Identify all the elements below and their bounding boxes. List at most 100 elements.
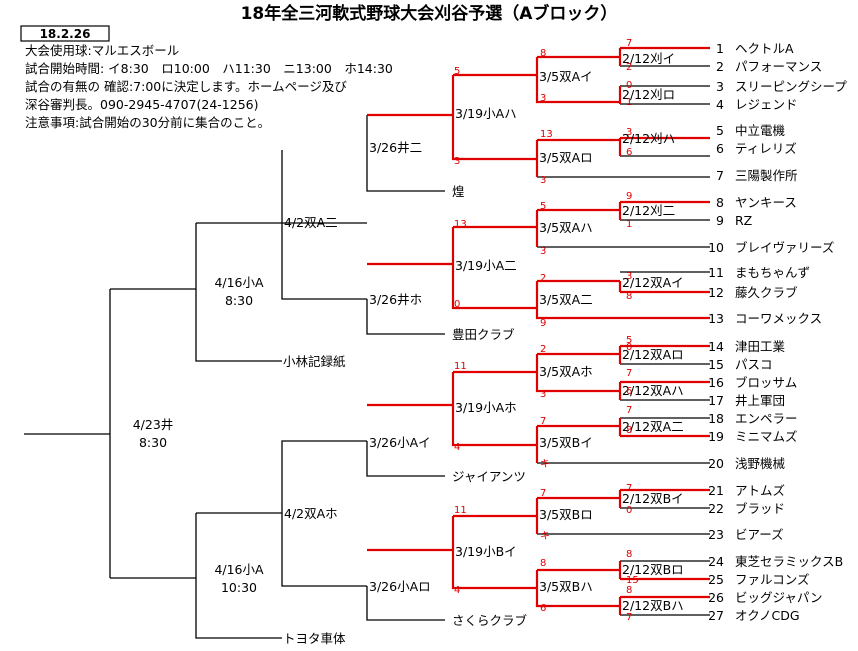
match-label-round2: 3/5双A二 — [539, 292, 593, 307]
score-value: 7 — [540, 416, 546, 427]
match-label-round2: 3/5双Aホ — [539, 364, 593, 379]
score-value: 7 — [626, 38, 632, 49]
seed-team-name: 小林記録紙 — [283, 354, 346, 369]
team-name: ミニマムズ — [735, 429, 798, 444]
page-title: 18年全三河軟式野球大会刈谷予選（Aブロック） — [241, 3, 618, 24]
match-label-round6: 4/16小A — [214, 562, 264, 577]
team-number: 11 — [708, 265, 724, 280]
team-name: 三陽製作所 — [735, 168, 798, 183]
team-name: RZ — [735, 213, 752, 228]
score-value: 9 — [626, 191, 632, 202]
team-name: スリーピングシープ — [735, 79, 847, 94]
seed-team-name: 煌 — [452, 184, 465, 199]
score-value: 8 — [540, 558, 546, 569]
match-time-round6: 8:30 — [225, 293, 253, 308]
match-label-round1: 2/12双Bイ — [622, 491, 684, 506]
score-value: 0 — [454, 299, 460, 310]
score-value: 0 — [626, 505, 632, 516]
match-label-round1: 2/12双Aハ — [622, 383, 684, 398]
score-value: 1 — [626, 97, 632, 108]
score-value: 7 — [626, 483, 632, 494]
team-number: 4 — [716, 97, 724, 112]
match-label-round4: 3/26小Aロ — [369, 579, 431, 594]
team-name: レジェンド — [735, 97, 798, 112]
score-value: 3 — [540, 93, 546, 104]
score-value: 8 — [626, 291, 632, 302]
team-name: 津田工業 — [735, 339, 786, 354]
score-value: キ — [540, 459, 550, 470]
score-value: 2 — [540, 344, 546, 355]
date-box — [20, 25, 110, 42]
score-value: 15 — [626, 575, 639, 586]
score-value: 5 — [626, 335, 632, 346]
match-label-round1: 2/12刈ロ — [622, 87, 675, 102]
team-name: ビッグジャパン — [735, 590, 823, 605]
team-name: ティレリズ — [735, 141, 797, 156]
match-label-round2: 3/5双Aイ — [539, 69, 593, 84]
team-name: 浅野機械 — [735, 456, 786, 471]
match-label-round3: 3/19小A二 — [455, 258, 517, 273]
score-labels: 720183133533691531302938507623114787キ707… — [454, 38, 639, 623]
team-number: 15 — [708, 357, 724, 372]
team-name: 中立電機 — [735, 123, 786, 138]
seed-team-name: さくらクラブ — [452, 613, 528, 628]
team-number: 7 — [716, 168, 724, 183]
team-number: 20 — [708, 456, 724, 471]
team-number: 14 — [708, 339, 724, 354]
seed-team-name: トヨタ車体 — [283, 631, 346, 646]
team-name: ブロッサム — [735, 375, 797, 390]
match-label-round2: 3/5双Bイ — [539, 435, 593, 450]
score-value: 3 — [454, 156, 460, 167]
score-value: 1 — [626, 219, 632, 230]
team-name: オクノCDG — [735, 608, 800, 623]
score-value: 7 — [626, 612, 632, 623]
match-label-round4: 3/26井二 — [369, 140, 422, 155]
score-value: 0 — [626, 80, 632, 91]
score-value: 13 — [454, 219, 467, 230]
match-label-round1: 2/12双Bハ — [622, 598, 684, 613]
score-value: 2 — [626, 62, 632, 73]
match-label-round5: 4/2双Aホ — [284, 506, 338, 521]
team-number: 21 — [708, 483, 724, 498]
team-number: 6 — [716, 141, 724, 156]
score-value: 9 — [540, 318, 546, 329]
team-number: 17 — [708, 393, 724, 408]
team-number: 27 — [708, 608, 724, 623]
score-value: 2 — [540, 273, 546, 284]
team-name: ブレイヴァリーズ — [735, 240, 834, 255]
match-label-round3: 3/19小Aハ — [455, 106, 517, 121]
score-value: 6 — [540, 603, 546, 614]
score-value: 6 — [626, 147, 632, 158]
team-number: 13 — [708, 311, 724, 326]
team-name: パフォーマンス — [735, 59, 822, 74]
match-label-round1: 2/12双Bロ — [622, 562, 684, 577]
score-value: 3 — [626, 271, 632, 282]
team-number: 1 — [716, 41, 724, 56]
score-value: 11 — [454, 505, 467, 516]
match-label-round1: 2/12刈ハ — [622, 131, 675, 146]
team-number: 5 — [716, 123, 724, 138]
match-label-final: 4/23井 — [133, 417, 174, 432]
match-time-round6: 10:30 — [221, 580, 257, 595]
team-number: 16 — [708, 375, 724, 390]
info-line-confirmation: 試合の有無の 確認:7:00に決定します。ホームページ及び — [25, 79, 347, 94]
match-label-round5: 4/2双A二 — [284, 215, 338, 230]
bracket-lines-red — [367, 46, 710, 615]
date-box-text: 18.2.26 — [40, 27, 91, 41]
match-label-round2: 3/5双Aロ — [539, 150, 593, 165]
team-number: 19 — [708, 429, 724, 444]
team-name: パスコ — [735, 357, 773, 372]
info-line-contact: 深谷審判長。090-2945-4707(24-1256) — [25, 97, 258, 112]
team-name: ファルコンズ — [735, 572, 810, 587]
team-number: 12 — [708, 285, 724, 300]
team-name: 藤久クラブ — [735, 285, 798, 300]
match-time-final: 8:30 — [139, 435, 167, 450]
match-label-round1: 2/12刈イ — [622, 51, 675, 66]
score-value: 8 — [626, 425, 632, 436]
team-name: まもちゃんず — [735, 265, 810, 280]
seed-team-name: 豊田クラブ — [452, 327, 515, 342]
score-value: 5 — [540, 201, 546, 212]
score-value: 11 — [454, 361, 467, 372]
bracket-lines-black — [24, 65, 710, 639]
